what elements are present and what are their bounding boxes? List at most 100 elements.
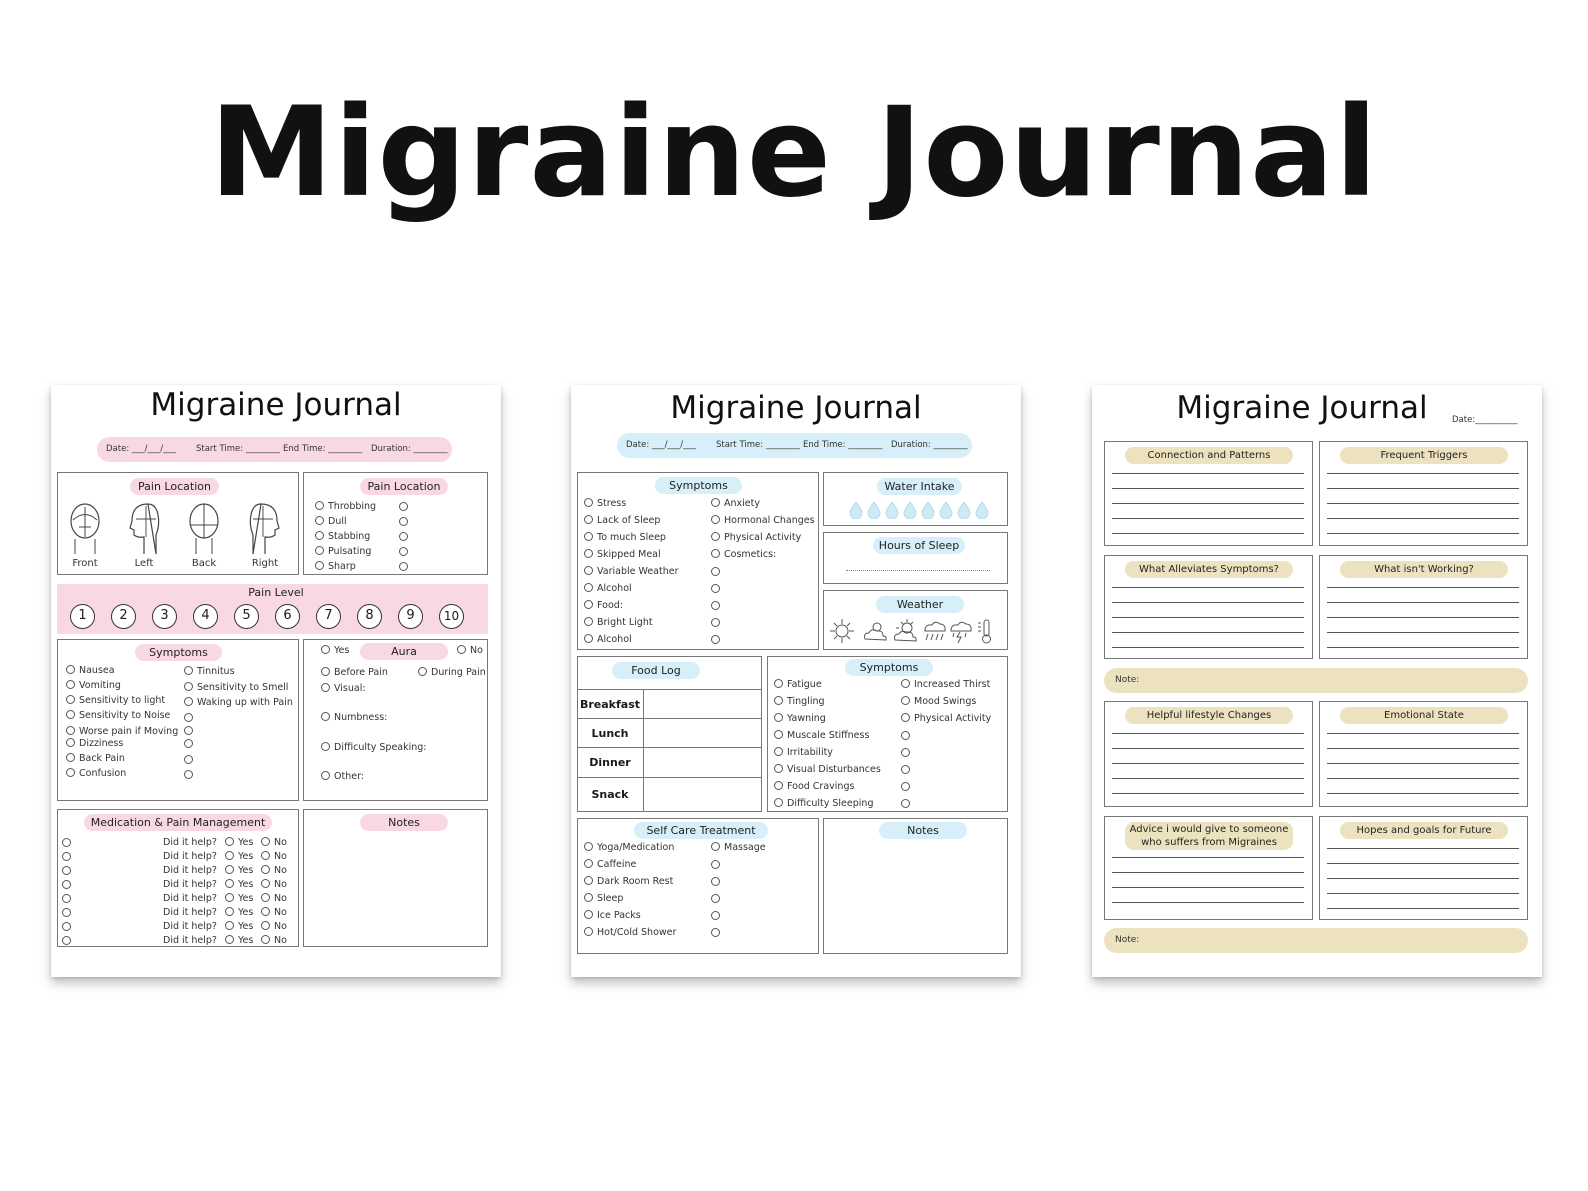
checkbox-item[interactable]: Other: xyxy=(321,771,364,783)
checkbox-item[interactable]: Sleep xyxy=(584,893,623,905)
blank-radio-icon[interactable] xyxy=(711,928,720,937)
checkbox-item[interactable]: Alcohol xyxy=(584,583,632,595)
date-field[interactable]: Date: ___/___/___ xyxy=(626,440,696,450)
blank-radio-icon[interactable] xyxy=(711,635,720,644)
checkbox-item[interactable]: Nausea xyxy=(66,665,115,677)
blank-radio-icon[interactable] xyxy=(184,755,193,764)
reflection-box[interactable] xyxy=(1319,816,1528,920)
checkbox-item[interactable]: Cosmetics: xyxy=(711,549,776,561)
checkbox-item[interactable]: Hormonal Changes xyxy=(711,515,815,527)
blank-radio-icon[interactable] xyxy=(901,782,910,791)
checkbox-item[interactable]: Massage xyxy=(711,842,766,854)
checkbox-item[interactable]: Stress xyxy=(584,498,626,510)
help-no-option[interactable]: No xyxy=(261,837,287,849)
checkbox-item[interactable]: Stabbing xyxy=(315,531,370,543)
pain-level-10[interactable]: 10 xyxy=(439,604,464,629)
blank-radio-icon[interactable] xyxy=(184,713,193,722)
medication-radio-icon[interactable] xyxy=(62,922,71,931)
checkbox-item[interactable]: Yawning xyxy=(774,713,826,725)
checkbox-item[interactable]: Physical Activity xyxy=(711,532,801,544)
checkbox-item[interactable]: Irritability xyxy=(774,747,833,759)
help-no-option[interactable]: No xyxy=(261,907,287,919)
pain-level-2[interactable]: 2 xyxy=(111,604,136,629)
checkbox-item[interactable]: Sensitivity to Smell xyxy=(184,682,288,694)
checkbox-item[interactable]: To much Sleep xyxy=(584,532,666,544)
help-no-option[interactable]: No xyxy=(261,935,287,947)
pain-level-4[interactable]: 4 xyxy=(193,604,218,629)
start-time-field[interactable]: Start Time: ________ xyxy=(196,444,280,454)
pain-level-7[interactable]: 7 xyxy=(316,604,341,629)
head-right-figure[interactable]: Right xyxy=(245,501,285,569)
checkbox-item[interactable]: Sensitivity to light xyxy=(66,695,165,707)
duration-field[interactable]: Duration: ________ xyxy=(891,440,968,450)
checkbox-item[interactable]: Mood Swings xyxy=(901,696,976,708)
start-time-field[interactable]: Start Time: ________ xyxy=(716,440,800,450)
help-yes-option[interactable]: Yes xyxy=(225,851,253,863)
end-time-field[interactable]: End Time: ________ xyxy=(803,440,883,450)
water-drop-icon[interactable] xyxy=(921,501,935,519)
checkbox-item[interactable]: Yoga/Medication xyxy=(584,842,674,854)
water-drop-icon[interactable] xyxy=(867,501,881,519)
sleep-entry-line[interactable] xyxy=(846,570,990,571)
end-time-field[interactable]: End Time: ________ xyxy=(283,444,363,454)
blank-radio-icon[interactable] xyxy=(901,765,910,774)
head-back-figure[interactable]: Back xyxy=(184,501,224,569)
checkbox-item[interactable]: Difficulty Speaking: xyxy=(321,742,427,754)
blank-radio-icon[interactable] xyxy=(711,894,720,903)
duration-field[interactable]: Duration: ________ xyxy=(371,444,448,454)
notes-box[interactable] xyxy=(823,818,1008,954)
water-drop-icon[interactable] xyxy=(975,501,989,519)
aura-yes-option[interactable]: Yes xyxy=(321,645,349,657)
weather-icons[interactable] xyxy=(829,617,1004,645)
help-yes-option[interactable]: Yes xyxy=(225,879,253,891)
checkbox-item[interactable]: Alcohol xyxy=(584,634,632,646)
water-drop-icon[interactable] xyxy=(957,501,971,519)
blank-radio-icon[interactable] xyxy=(711,860,720,869)
medication-radio-icon[interactable] xyxy=(62,852,71,861)
medication-radio-icon[interactable] xyxy=(62,838,71,847)
checkbox-item[interactable]: Dizziness xyxy=(66,738,123,750)
blank-radio-icon[interactable] xyxy=(399,532,408,541)
date-field[interactable]: Date: ___/___/___ xyxy=(106,444,176,454)
help-yes-option[interactable]: Yes xyxy=(225,921,253,933)
blank-radio-icon[interactable] xyxy=(711,567,720,576)
blank-radio-icon[interactable] xyxy=(711,618,720,627)
checkbox-item[interactable]: Worse pain if Moving xyxy=(66,726,178,738)
water-drop-icon[interactable] xyxy=(849,501,863,519)
checkbox-item[interactable]: Sharp xyxy=(315,561,356,573)
blank-radio-icon[interactable] xyxy=(184,770,193,779)
medication-radio-icon[interactable] xyxy=(62,936,71,945)
checkbox-item[interactable]: Lack of Sleep xyxy=(584,515,660,527)
pain-level-1[interactable]: 1 xyxy=(70,604,95,629)
aura-no-option[interactable]: No xyxy=(457,645,483,657)
blank-radio-icon[interactable] xyxy=(399,547,408,556)
help-yes-option[interactable]: Yes xyxy=(225,935,253,947)
note-bar[interactable]: Note: xyxy=(1104,668,1528,693)
blank-radio-icon[interactable] xyxy=(184,726,193,735)
checkbox-item[interactable]: Ice Packs xyxy=(584,910,641,922)
checkbox-item[interactable]: Physical Activity xyxy=(901,713,991,725)
blank-radio-icon[interactable] xyxy=(184,739,193,748)
blank-radio-icon[interactable] xyxy=(901,748,910,757)
checkbox-item[interactable]: Before Pain xyxy=(321,667,388,679)
blank-radio-icon[interactable] xyxy=(399,562,408,571)
blank-radio-icon[interactable] xyxy=(711,584,720,593)
help-no-option[interactable]: No xyxy=(261,893,287,905)
checkbox-item[interactable]: Sensitivity to Noise xyxy=(66,710,170,722)
checkbox-item[interactable]: Skipped Meal xyxy=(584,549,661,561)
reflection-box[interactable] xyxy=(1319,555,1528,659)
notes-box[interactable] xyxy=(303,809,488,947)
checkbox-item[interactable]: Caffeine xyxy=(584,859,636,871)
checkbox-item[interactable]: Increased Thirst xyxy=(901,679,990,691)
water-drop-icon[interactable] xyxy=(939,501,953,519)
checkbox-item[interactable]: Food: xyxy=(584,600,623,612)
help-yes-option[interactable]: Yes xyxy=(225,907,253,919)
checkbox-item[interactable]: Pulsating xyxy=(315,546,371,558)
pain-level-9[interactable]: 9 xyxy=(398,604,423,629)
head-front-figure[interactable]: Front xyxy=(65,501,105,569)
reflection-box[interactable] xyxy=(1104,701,1313,807)
reflection-box[interactable] xyxy=(1319,441,1528,546)
checkbox-item[interactable]: Hot/Cold Shower xyxy=(584,927,676,939)
blank-radio-icon[interactable] xyxy=(711,601,720,610)
blank-radio-icon[interactable] xyxy=(901,799,910,808)
